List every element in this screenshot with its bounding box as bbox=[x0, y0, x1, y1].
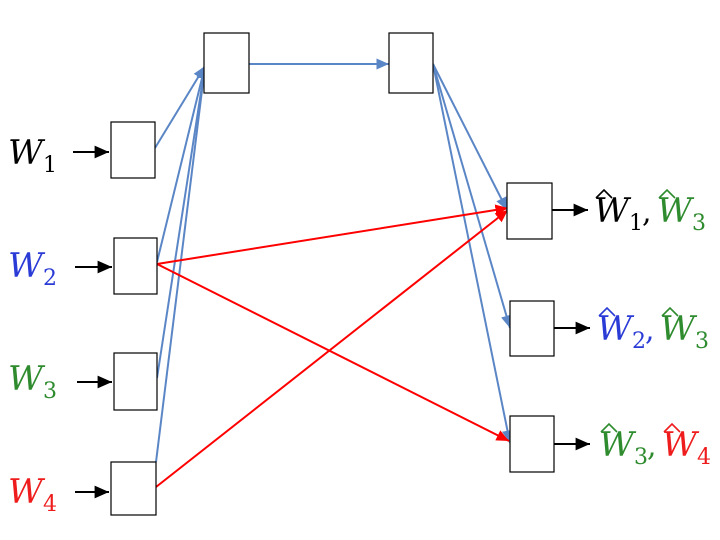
relay-node-2 bbox=[388, 32, 434, 94]
output-3-item-2: W4 bbox=[662, 425, 711, 470]
edge-source1-relay1 bbox=[154, 65, 206, 149]
source-node-2 bbox=[113, 237, 158, 295]
output-2-item-1-sub: 2 bbox=[632, 329, 646, 354]
output-1-item-2: W3 bbox=[657, 191, 706, 236]
input-1-var: W bbox=[8, 133, 46, 173]
sink-node-2 bbox=[509, 300, 555, 357]
output-1-item-1-hat bbox=[595, 188, 613, 199]
output-2-item-1: W2 bbox=[597, 309, 646, 354]
edge-source2-sink1 bbox=[156, 204, 509, 265]
sink-node-1 bbox=[506, 182, 553, 240]
input-label-2: W2 bbox=[8, 246, 57, 291]
edge-relay2-sink3 bbox=[432, 63, 513, 444]
input-label-3: W3 bbox=[8, 359, 57, 404]
output-1-separator: , bbox=[642, 195, 652, 230]
source-node-1 bbox=[110, 121, 156, 179]
input-3-var: W bbox=[8, 359, 46, 399]
output-2-item-2-var: W bbox=[660, 309, 698, 349]
output-arrows bbox=[552, 203, 590, 451]
output-3-item-2-sub: 4 bbox=[697, 445, 711, 470]
input-2-var: W bbox=[8, 246, 46, 286]
relay-node-1 bbox=[203, 32, 250, 94]
output-3-item-1-var: W bbox=[599, 425, 637, 465]
input-label-1: W1 bbox=[8, 133, 57, 178]
output-1-item-2-var: W bbox=[657, 191, 695, 231]
input-label-4: W4 bbox=[8, 472, 57, 517]
output-2-separator: , bbox=[645, 313, 655, 348]
source-node-3 bbox=[113, 352, 158, 411]
output-1-item-2-sub: 3 bbox=[692, 211, 706, 236]
output-2-item-2-sub: 3 bbox=[695, 329, 709, 354]
input-2-sub: 2 bbox=[43, 266, 57, 291]
red-edges bbox=[155, 204, 510, 488]
output-3-item-1-sub: 3 bbox=[634, 445, 648, 470]
blue-edges bbox=[154, 58, 513, 463]
output-1-item-1-sub: 1 bbox=[629, 211, 643, 236]
edge-relay2-sink2 bbox=[432, 63, 512, 329]
output-label-3: W3 , W4 bbox=[599, 422, 711, 470]
output-2-item-2: W3 bbox=[660, 309, 709, 354]
output-labels: W1 , W3 W2 , W3 W3 , W4 bbox=[594, 188, 711, 470]
output-3-item-2-var: W bbox=[662, 425, 700, 465]
input-labels: W1 W2 W3 W4 bbox=[8, 133, 57, 517]
output-2-item-1-hat bbox=[598, 306, 616, 317]
input-4-sub: 4 bbox=[43, 492, 57, 517]
output-2-item-2-hat bbox=[661, 306, 679, 317]
output-3-item-2-hat bbox=[663, 422, 681, 433]
input-3-sub: 3 bbox=[43, 379, 57, 404]
edge-source2-sink3 bbox=[156, 263, 510, 442]
edge-source4-sink1 bbox=[155, 209, 509, 488]
output-label-2: W2 , W3 bbox=[597, 306, 709, 354]
output-label-1: W1 , W3 bbox=[594, 188, 706, 236]
input-4-var: W bbox=[8, 472, 46, 512]
sink-node-3 bbox=[509, 415, 555, 473]
output-3-item-1-hat bbox=[600, 422, 618, 433]
output-2-item-1-var: W bbox=[597, 309, 635, 349]
nodes bbox=[110, 32, 555, 516]
edge-source3-relay1 bbox=[156, 65, 209, 379]
output-1-item-1-var: W bbox=[594, 191, 632, 231]
edge-relay2-sink1 bbox=[432, 63, 508, 211]
edge-source2-relay1 bbox=[156, 65, 208, 263]
source-node-4 bbox=[110, 461, 157, 516]
input-arrows bbox=[73, 145, 112, 499]
edge-source4-relay1 bbox=[155, 65, 210, 463]
output-3-separator: , bbox=[647, 429, 657, 464]
output-1-item-1: W1 bbox=[594, 191, 643, 236]
output-3-item-1: W3 bbox=[599, 425, 648, 470]
output-1-item-2-hat bbox=[658, 188, 676, 199]
input-1-sub: 1 bbox=[43, 153, 57, 178]
